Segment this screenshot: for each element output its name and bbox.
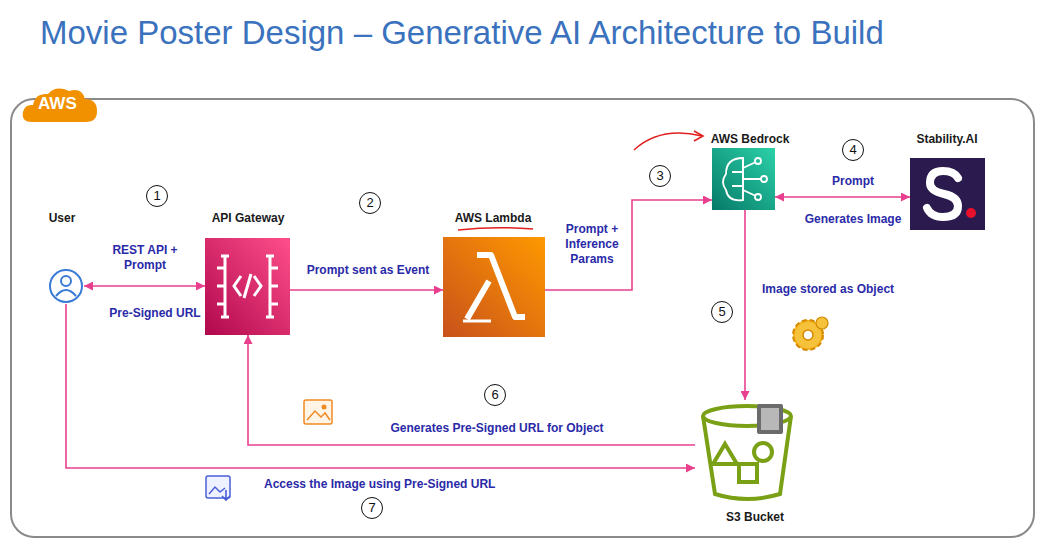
s3-bucket-icon: [695, 400, 800, 505]
flow-arrow: [545, 200, 712, 290]
callout-text: 5: [718, 304, 725, 319]
edge-label: REST API + Prompt: [110, 243, 180, 273]
callout-number: 5: [711, 301, 733, 323]
api-gateway-icon: [205, 238, 290, 335]
page-title: Movie Poster Design – Generative AI Arch…: [40, 14, 884, 52]
service-icon: S3 Bucket: [695, 400, 800, 505]
cloud-shape: [23, 89, 97, 122]
callout-text: 6: [491, 387, 498, 402]
note-label: Generates Image: [803, 212, 904, 227]
note-label: Pre-Signed URL: [107, 306, 202, 321]
edge-label: Prompt: [830, 174, 876, 189]
callout-number: 1: [146, 185, 168, 207]
node-label: S3 Bucket: [726, 510, 784, 524]
service-icon: API Gateway: [205, 238, 290, 335]
flow-arrow: [290, 289, 443, 291]
bedrock-icon: [712, 148, 775, 210]
node-label: User: [49, 211, 76, 225]
node-label: AWS Bedrock: [711, 132, 790, 146]
flow-arrow: [775, 196, 910, 198]
edge-label: Generates Pre-Signed URL for Object: [388, 421, 605, 436]
callout-text: 3: [656, 168, 663, 183]
node-label: AWS Lambda: [455, 211, 532, 225]
callout-text: 2: [366, 195, 373, 210]
flow-arrow: [66, 304, 695, 468]
image-icon: [304, 400, 332, 424]
edge-label: Prompt sent as Event: [305, 263, 432, 278]
frame-label: AWS: [38, 94, 77, 114]
callout-number: 2: [359, 192, 381, 214]
edge-label: Prompt + Inference Params: [558, 222, 626, 267]
edge-label: Access the Image using Pre-Signed URL: [262, 477, 497, 492]
service-icon: AWS Bedrock: [712, 148, 775, 210]
callout-number: 3: [649, 165, 671, 187]
callout-number: 6: [484, 384, 506, 406]
service-icon: AWS Lambda: [443, 237, 545, 337]
flow-arrow: [84, 285, 205, 287]
node-label: Stability.AI: [916, 132, 977, 146]
callout-text: 4: [849, 142, 856, 157]
callout-number: 4: [842, 139, 864, 161]
download-image-icon: [206, 476, 230, 500]
stability-logo: [910, 158, 985, 230]
callout-number: 7: [361, 497, 383, 519]
user-icon: [48, 268, 84, 304]
service-icon: User: [48, 268, 84, 304]
node-label: API Gateway: [212, 211, 285, 225]
flow-arrow: [744, 210, 746, 400]
service-icon: Stability.AI: [910, 158, 985, 230]
gear-icon: [793, 317, 828, 350]
edge-label: Image stored as Object: [760, 282, 896, 297]
callout-text: 1: [153, 188, 160, 203]
lambda-icon: [443, 237, 545, 337]
callout-text: 7: [368, 500, 375, 515]
flow-arrow: [248, 335, 695, 445]
